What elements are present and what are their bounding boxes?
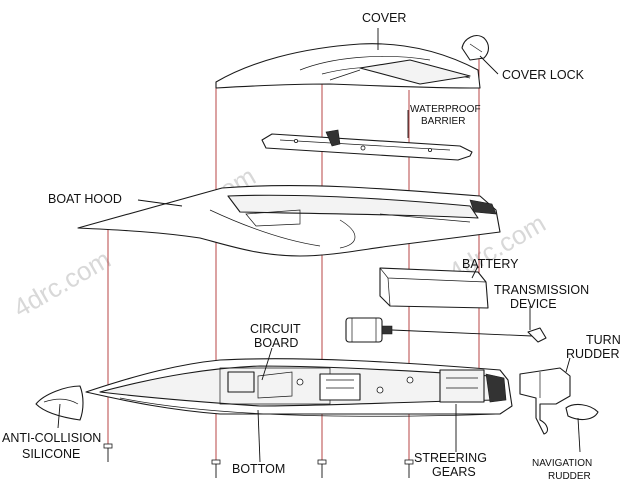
label-navigation-rudder-line1: NAVIGATION [532,458,592,469]
label-cover: COVER [362,11,406,25]
label-cover-lock: COVER LOCK [502,68,585,82]
bottom-hull-part [85,358,513,417]
label-waterproof-barrier-line2: BARRIER [421,116,465,127]
label-turn-rudder-line1: TURN [586,333,621,347]
label-battery: BATTERY [462,257,519,271]
label-boat-hood: BOAT HOOD [48,192,122,206]
turn-rudder-part [519,367,571,435]
label-turn-rudder-line2: RUDDER [566,347,619,361]
label-navigation-rudder-line2: RUDDER [548,471,591,482]
label-circuit-board-line2: BOARD [254,336,298,350]
transmission-device-part [345,317,547,343]
label-transmission-line2: DEVICE [510,297,557,311]
anti-collision-silicone-part [35,385,84,421]
cover-part [215,43,481,89]
label-anti-collision-line1: ANTI-COLLISION [2,431,101,445]
waterproof-barrier-part [261,129,473,161]
label-steering-gears-line2: GEARS [432,465,476,479]
label-transmission-line1: TRANSMISSION [494,283,589,297]
screws [103,443,414,478]
navigation-rudder-part [565,403,599,421]
label-anti-collision-line2: SILICONE [22,447,80,461]
label-waterproof-barrier-line1: WATERPROOF [410,104,481,115]
watermark-left: 4drc.com [8,244,116,323]
label-steering-gears-line1: STREERING [414,451,487,465]
screw-3 [317,459,327,478]
label-bottom: BOTTOM [232,462,285,476]
cover-lock-part [461,35,490,61]
screw-4 [404,459,414,478]
screw-2 [211,459,221,478]
battery-part [379,267,489,309]
leader-lines [57,28,581,463]
boat-hood-part [77,185,501,257]
label-circuit-board-line1: CIRCUIT [250,322,301,336]
screw-1 [103,443,113,462]
